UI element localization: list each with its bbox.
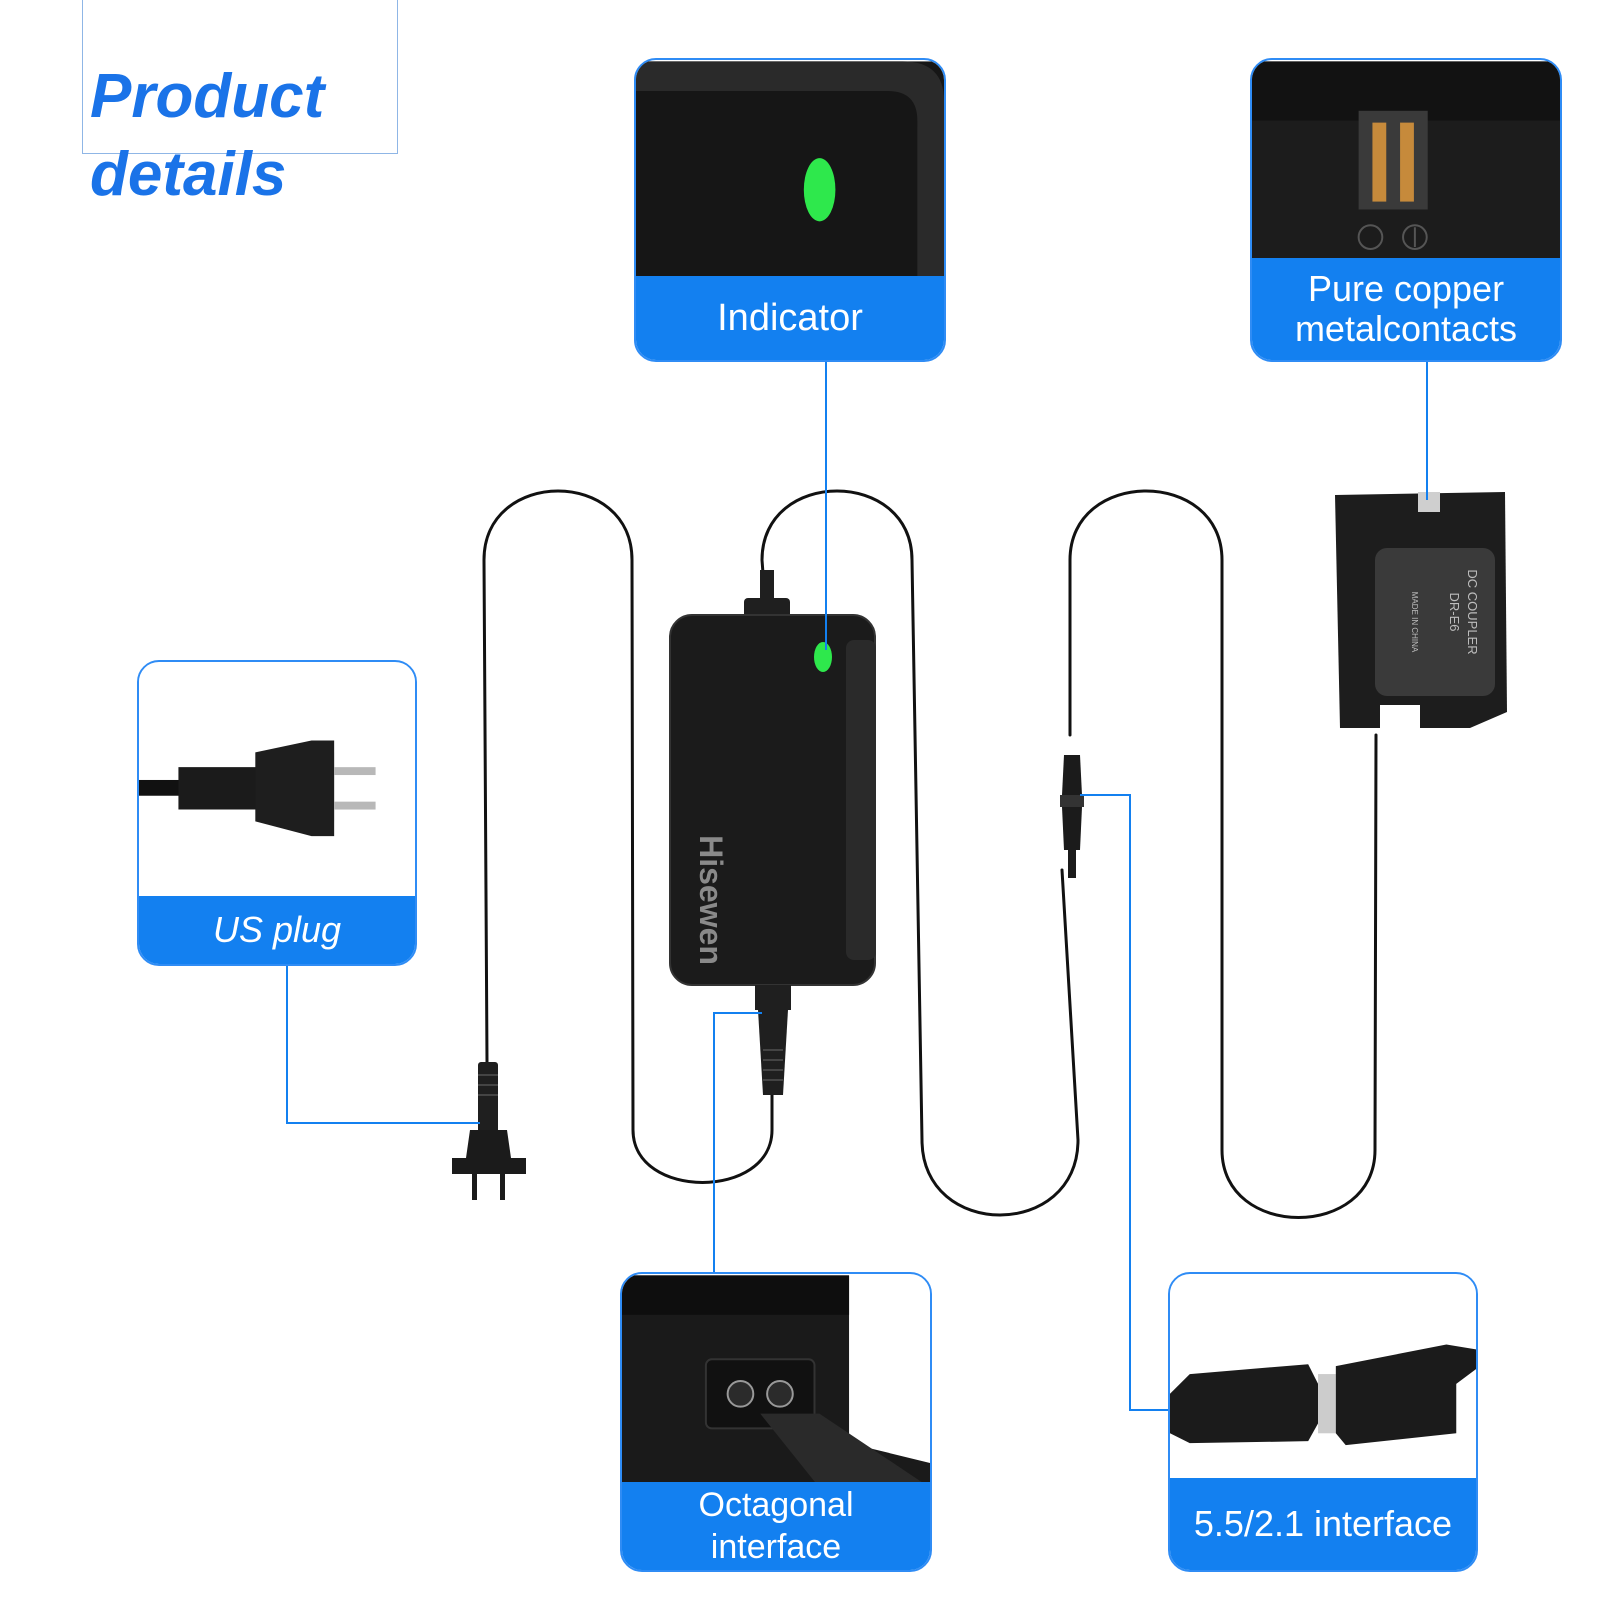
copper-contacts-callout: Pure copper metalcontacts [1250,58,1562,362]
octagonal-interface-callout: Octagonal interface [620,1272,932,1572]
dc-cable [760,489,1080,1217]
us-plug [452,1062,526,1200]
copper-label-line-2: metalcontacts [1294,308,1518,349]
us-plug-label: US plug [139,896,415,964]
adapter-indicator-light [814,642,832,672]
title-frame [82,0,398,154]
us-plug-callout: US plug [137,660,417,966]
indicator-callout: Indicator [634,58,946,362]
coupler-label-1: DC COUPLER [1465,569,1480,654]
page-title: Product details [90,58,490,214]
octagonal-label-line-1: Octagonal [698,1486,854,1524]
dc-coupler: DC COUPLER DR-E6 MADE IN CHINA [1335,492,1507,729]
dc-interface-label: 5.5/2.1 interface [1170,1478,1476,1570]
coupler-label-3: MADE IN CHINA [1410,592,1419,653]
dc-interface-closeup-image [1170,1275,1476,1483]
page-title-line-2: details [90,140,287,209]
power-adapter: Hisewen [669,570,876,1095]
coupler-label-2: DR-E6 [1447,592,1462,631]
indicator-closeup-image [636,61,944,279]
cable-lines [482,489,1378,1219]
octagonal-interface-closeup-image [622,1275,930,1488]
octagonal-label-line-2: interface [710,1528,842,1566]
indicator-label: Indicator [636,276,944,360]
adapter-brand-label: Hisewen [693,835,729,965]
inline-dc-connector [1060,755,1084,878]
us-plug-closeup-image [139,663,415,893]
page-title-line-1: Product [90,62,325,131]
dc-cable-lower [1068,489,1378,1219]
ac-cable-left-loop [482,489,774,1184]
dc-interface-callout: 5.5/2.1 interface [1168,1272,1478,1572]
copper-contacts-closeup-image [1252,61,1560,279]
callout-leader-lines [286,362,1428,1411]
copper-label-line-1: Pure copper [1307,268,1505,309]
